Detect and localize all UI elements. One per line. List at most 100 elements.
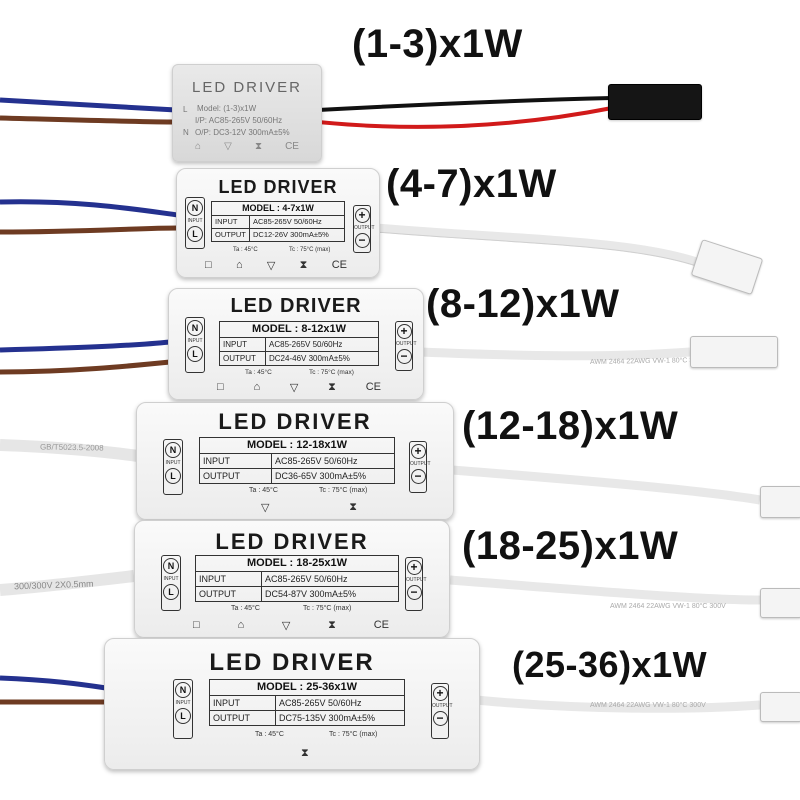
model-line: MODEL : 4-7x1W xyxy=(212,202,344,216)
output-label: OUTPUT xyxy=(396,341,417,347)
n-terminal: N xyxy=(187,320,203,336)
ta-rating: Ta : 45°C xyxy=(255,731,284,738)
spec-table: MODEL : 12-18x1W INPUT AC85-265V 50/60Hz… xyxy=(199,437,395,484)
red-wire xyxy=(317,106,613,129)
minus-terminal: − xyxy=(354,233,370,248)
plus-terminal: + xyxy=(396,324,412,339)
led-driver-18-25w: LED DRIVER N INPUT L MODEL : 18-25x1W IN… xyxy=(134,520,450,638)
plus-terminal: + xyxy=(432,686,448,701)
input-cable xyxy=(0,570,135,596)
led-driver-8-12w: LED DRIVER N INPUT L MODEL : 8-12x1W INP… xyxy=(168,288,424,400)
l-terminal: L xyxy=(163,584,179,600)
input-label: INPUT xyxy=(210,696,276,710)
output-label: OUTPUT xyxy=(196,587,262,601)
wattage-caption: (4-7)x1W xyxy=(386,162,557,206)
ta-rating: Ta : 45°C xyxy=(245,369,272,376)
led-driver-small: LED DRIVER L Model: (1-3)x1W I/P: AC85-2… xyxy=(172,64,322,162)
spec-table: MODEL : 18-25x1W INPUT AC85-265V 50/60Hz… xyxy=(195,555,399,602)
white-connector-plug xyxy=(760,486,800,518)
ce-mark-icon: CE xyxy=(365,381,381,393)
output-value: DC12-26V 300mA±5% xyxy=(253,230,329,239)
ce-mark-icon: CE xyxy=(331,259,347,271)
l-terminal: L xyxy=(165,468,181,484)
blue-wire xyxy=(0,199,179,218)
input-label: INPUT xyxy=(196,572,262,586)
n-terminal: N xyxy=(175,682,191,698)
model-line: Model: (1-3)x1W xyxy=(197,104,257,113)
output-line: O/P: DC3-12V 300mA±5% xyxy=(195,128,290,137)
certification-icons: □ ⌂ ▽ ⧗ CE xyxy=(217,381,381,394)
model-line: MODEL : 25-36x1W xyxy=(210,680,404,696)
input-label: INPUT xyxy=(165,460,181,466)
house-icon: ⌂ xyxy=(253,381,261,393)
triangle-f-icon: ▽ xyxy=(224,141,232,152)
square-icon: □ xyxy=(205,259,212,271)
led-driver-12-18w: LED DRIVER N INPUT L MODEL : 12-18x1W IN… xyxy=(136,402,454,520)
square-icon: □ xyxy=(193,619,200,631)
input-cable xyxy=(0,439,139,462)
output-cable xyxy=(449,575,761,605)
output-cable xyxy=(419,347,691,361)
plus-terminal: + xyxy=(410,444,426,459)
output-terminal-marker: + OUTPUT − xyxy=(395,321,417,371)
tc-rating: Tc : 75°C (max) xyxy=(319,487,368,494)
certification-icons: ⌂ ▽ ⧗ CE xyxy=(195,141,299,152)
triangle-f-icon: ▽ xyxy=(289,382,299,394)
certification-icons: ▽ ⧗ xyxy=(261,501,357,514)
wattage-caption: (8-12)x1W xyxy=(426,282,620,326)
n-mark: N xyxy=(183,128,189,137)
l-terminal: L xyxy=(187,346,203,362)
output-label: OUTPUT xyxy=(212,229,250,241)
certification-icons: □ ⌂ ▽ ⧗ CE xyxy=(205,259,347,272)
input-value: AC85-265V 50/60Hz xyxy=(275,456,358,466)
minus-terminal: − xyxy=(410,469,426,484)
cable-print: GB/T5023.5-2008 xyxy=(39,442,104,453)
wattage-caption: (12-18)x1W xyxy=(462,404,679,448)
input-label: INPUT xyxy=(187,338,203,344)
l-mark: L xyxy=(183,105,188,114)
output-label: OUTPUT xyxy=(210,711,276,725)
wattage-caption: (25-36)x1W xyxy=(512,644,708,685)
output-value: DC75-135V 300mA±5% xyxy=(279,713,375,723)
input-label: INPUT xyxy=(163,576,179,582)
input-label: INPUT xyxy=(175,700,191,706)
output-value: DC36-65V 300mA±5% xyxy=(275,471,366,481)
minus-terminal: − xyxy=(406,585,422,600)
cable-print: AWM 2464 22AWG VW-1 80°C 300V xyxy=(610,603,726,610)
input-value: AC85-265V 50/60Hz xyxy=(265,574,348,584)
house-icon: ⌂ xyxy=(195,141,202,152)
input-label: INPUT xyxy=(220,338,266,351)
square-icon: □ xyxy=(217,381,224,393)
hourglass-icon: ⧗ xyxy=(328,381,336,393)
white-connector-plug xyxy=(690,336,778,368)
black-connector-plug xyxy=(608,84,702,120)
hourglass-icon: ⧗ xyxy=(254,141,262,152)
led-driver-4-7w: LED DRIVER N INPUT L MODEL : 4-7x1W INPU… xyxy=(176,168,380,278)
ta-rating: Ta : 45°C xyxy=(249,487,278,494)
output-value: DC24-46V 300mA±5% xyxy=(269,354,350,363)
minus-terminal: − xyxy=(396,349,412,364)
house-icon: ⌂ xyxy=(237,619,245,631)
input-terminal-marker: N INPUT L xyxy=(173,679,193,739)
ta-rating: Ta : 45°C xyxy=(231,605,260,612)
output-label: OUTPUT xyxy=(220,352,266,365)
output-terminal-marker: + OUTPUT − xyxy=(353,205,375,253)
wattage-caption: (1-3)x1W xyxy=(352,22,523,66)
blue-wire xyxy=(0,675,107,691)
house-icon: ⌂ xyxy=(235,259,243,271)
spec-table: MODEL : 25-36x1W INPUT AC85-265V 50/60Hz… xyxy=(209,679,405,726)
ce-mark-icon: CE xyxy=(373,619,389,631)
ce-mark-icon: CE xyxy=(285,141,299,152)
n-terminal: N xyxy=(163,558,179,574)
triangle-f-icon: ▽ xyxy=(266,260,276,272)
output-cable xyxy=(451,465,761,505)
n-terminal: N xyxy=(165,442,181,458)
input-label: INPUT xyxy=(200,454,272,468)
input-label: INPUT xyxy=(212,216,250,228)
driver-title: LED DRIVER xyxy=(209,649,375,676)
output-cable xyxy=(375,223,707,270)
white-connector-plug xyxy=(760,588,800,618)
driver-title: LED DRIVER xyxy=(218,409,372,434)
driver-title: LED DRIVER xyxy=(218,177,338,197)
